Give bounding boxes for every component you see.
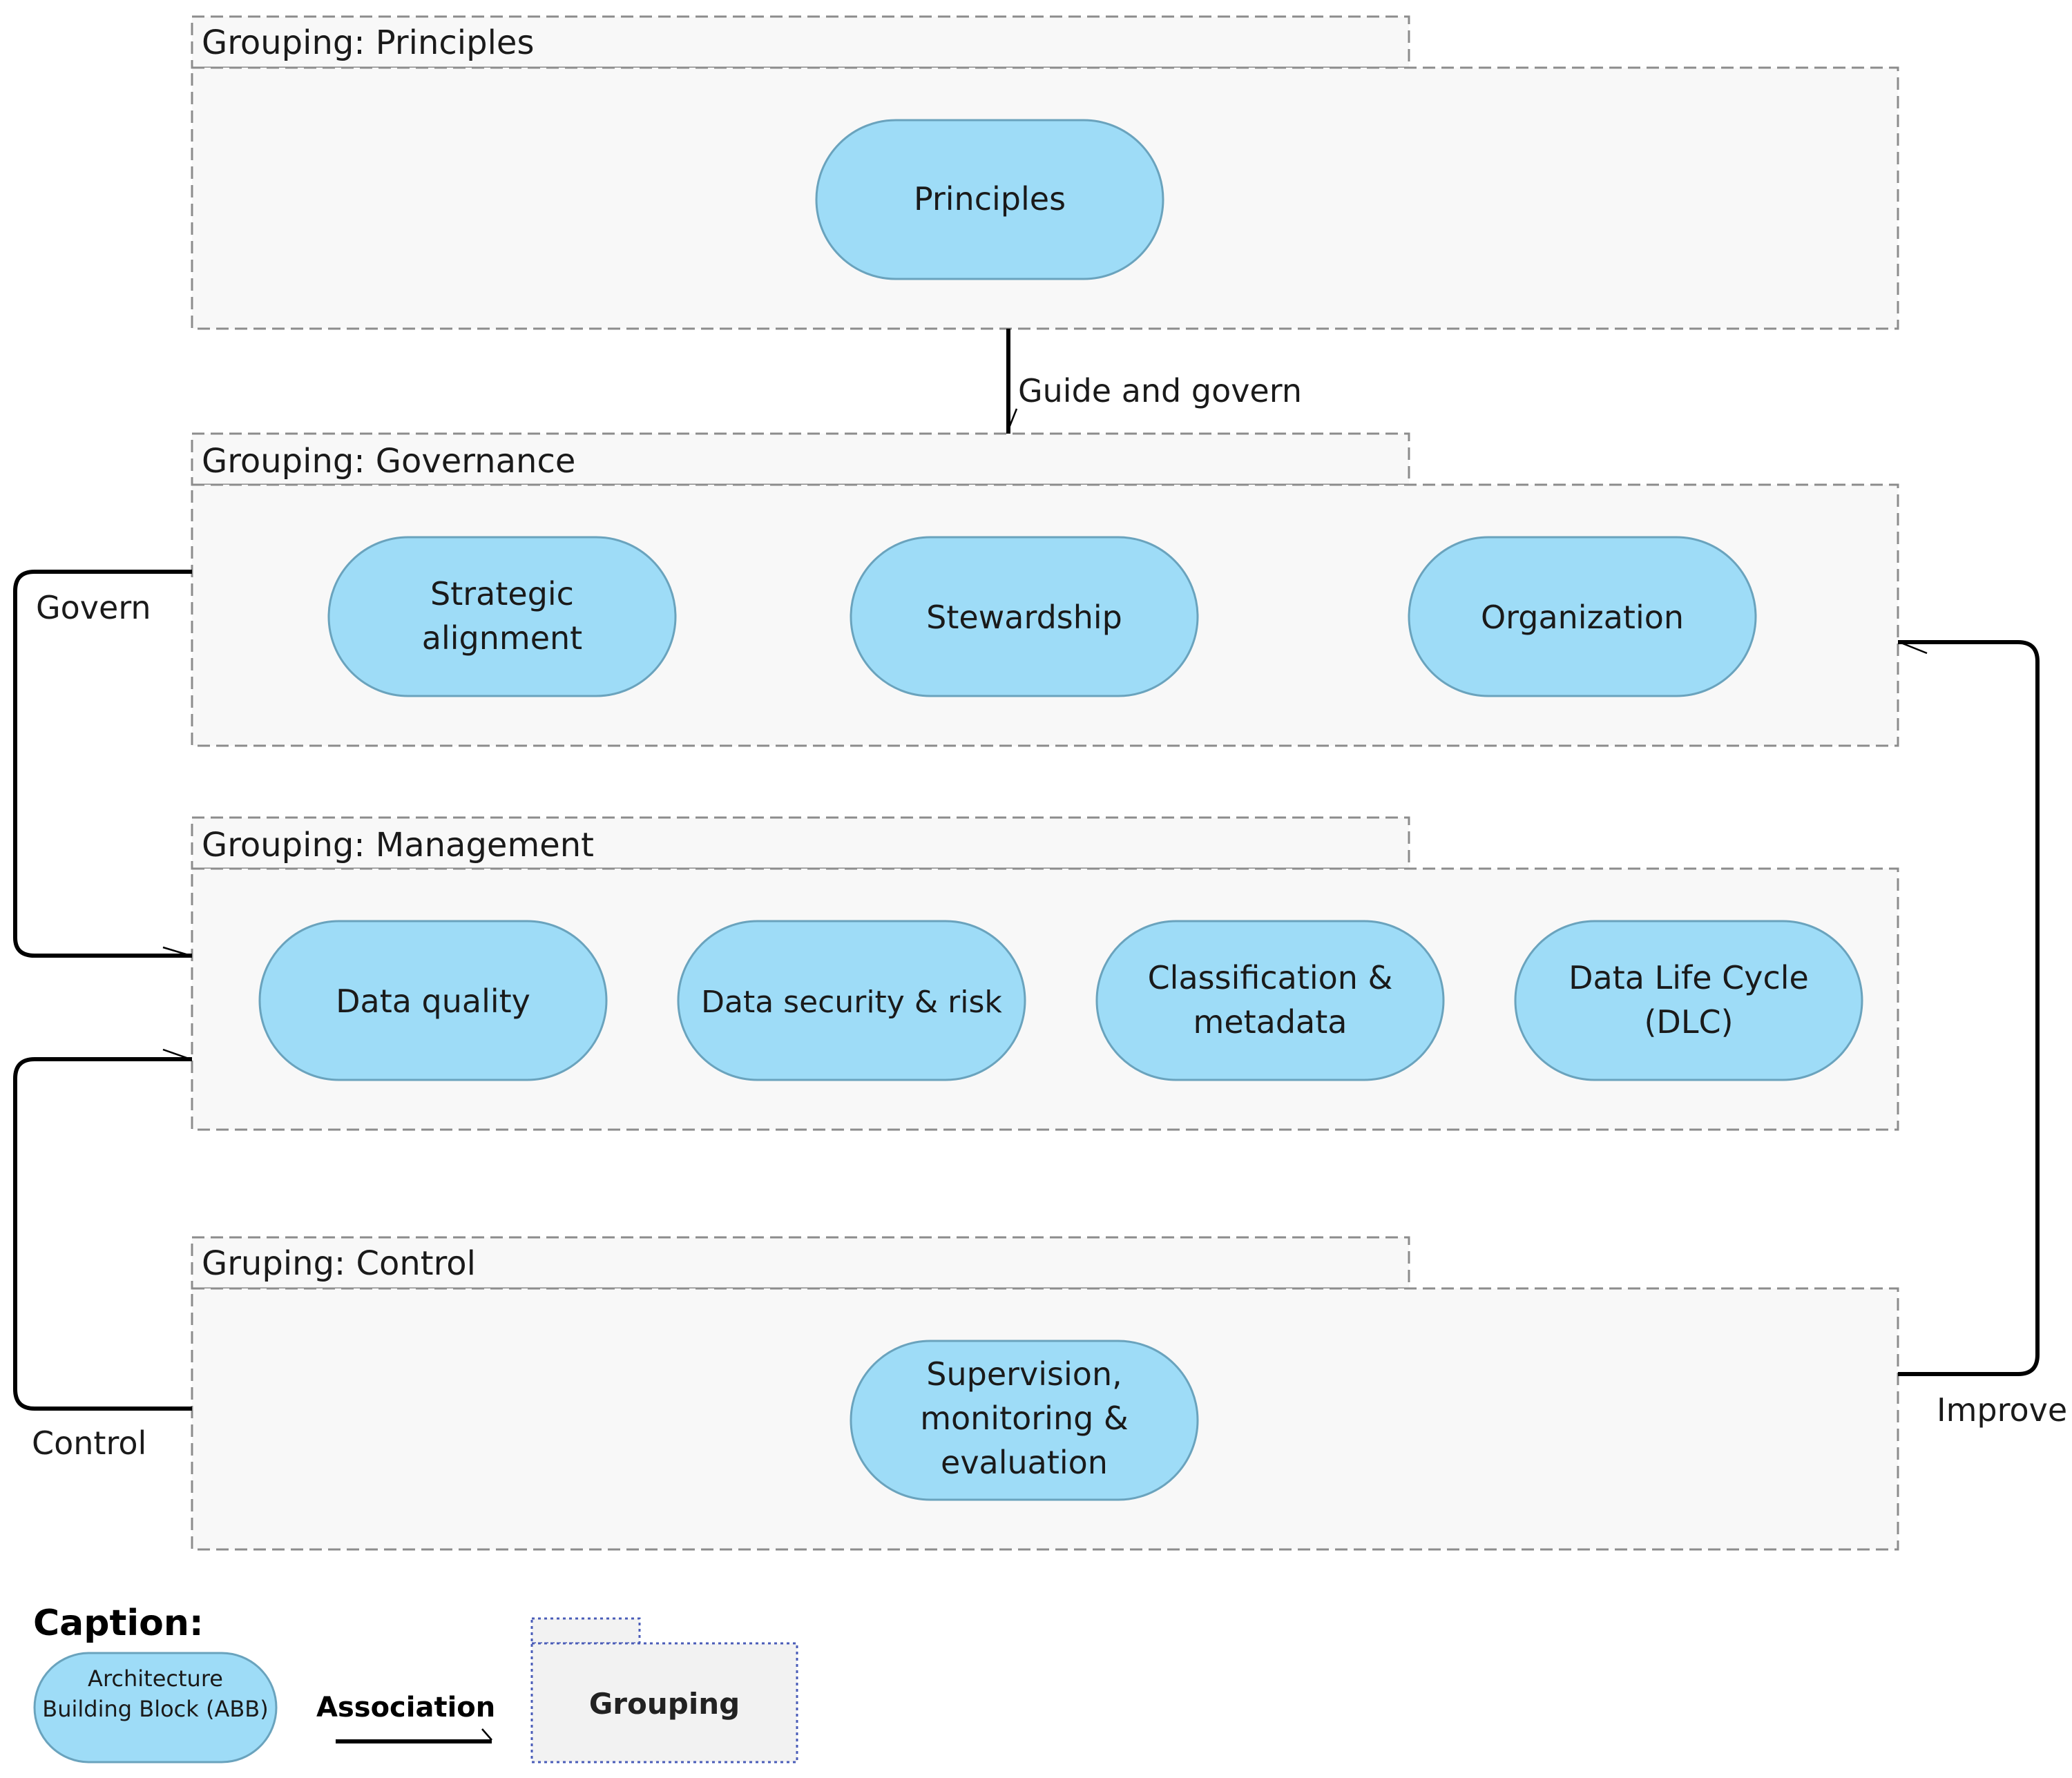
abb-principles-shape <box>815 119 1164 280</box>
edge-improve-arrowhead <box>1899 641 1928 655</box>
edge-govern-arrowhead <box>162 946 191 957</box>
caption-association: Association <box>316 1692 495 1743</box>
abb-organization-label: Organization <box>1481 599 1684 636</box>
caption-grouping-tab <box>530 1617 641 1645</box>
abb-data-quality-shape <box>258 920 608 1081</box>
abb-strategic-alignment-label-2: alignment <box>422 619 582 657</box>
edge-govern[interactable]: Govern <box>13 570 192 958</box>
edge-guide-and-govern[interactable]: Guide and govern <box>1006 329 1302 434</box>
edge-govern-label: Govern <box>36 589 151 626</box>
abb-organization[interactable]: Organization <box>1408 536 1757 697</box>
abb-stewardship-label: Stewardship <box>926 599 1122 636</box>
abb-principles-label: Principles <box>914 180 1066 218</box>
group-principles-tab <box>191 15 1410 69</box>
abb-organization-shape <box>1408 536 1757 697</box>
abb-data-security-label: Data security & risk <box>701 985 1002 1020</box>
abb-supervision-label-3: evaluation <box>941 1444 1108 1481</box>
group-governance-label: Grouping: Governance <box>202 442 575 481</box>
caption-grouping-label: Grouping <box>589 1687 740 1721</box>
abb-stewardship[interactable]: Stewardship <box>850 536 1199 697</box>
abb-data-security-shape <box>677 920 1026 1081</box>
edge-improve[interactable]: Improve <box>1898 640 2067 1429</box>
abb-data-life-cycle-label-1: Data Life Cycle <box>1569 959 1809 996</box>
caption-legend: Caption: Architecture Building Block (AB… <box>33 1603 798 1763</box>
abb-supervision-label-2: monitoring & <box>920 1400 1129 1437</box>
group-governance-tab <box>191 432 1410 486</box>
edge-guide-label: Guide and govern <box>1018 372 1302 409</box>
abb-classification[interactable]: Classification & metadata <box>1095 920 1445 1081</box>
group-governance[interactable]: Grouping: Governance <box>191 432 1899 747</box>
abb-data-life-cycle[interactable]: Data Life Cycle (DLC) <box>1514 920 1863 1081</box>
group-management-label: Grouping: Management <box>202 826 594 864</box>
edge-control-label: Control <box>32 1424 146 1462</box>
caption-abb-label-1: Architecture <box>88 1665 223 1692</box>
abb-data-quality-label: Data quality <box>336 983 530 1020</box>
edge-control-line <box>13 1057 192 1411</box>
edge-improve-label: Improve <box>1937 1391 2067 1429</box>
caption-abb: Architecture Building Block (ABB) <box>33 1652 278 1763</box>
abb-data-life-cycle-label-2: (DLC) <box>1644 1003 1733 1041</box>
group-control-tab <box>191 1236 1410 1290</box>
abb-data-security[interactable]: Data security & risk <box>677 920 1026 1081</box>
caption-grouping: Grouping <box>530 1617 798 1763</box>
caption-title: Caption: <box>33 1603 204 1644</box>
abb-classification-label-2: metadata <box>1193 1003 1347 1041</box>
edge-control-arrowhead <box>162 1048 191 1061</box>
group-control-label: Gruping: Control <box>202 1244 476 1283</box>
caption-association-arrowhead <box>481 1728 492 1741</box>
abb-data-quality[interactable]: Data quality <box>258 920 608 1081</box>
abb-supervision[interactable]: Supervision, monitoring & evaluation <box>850 1340 1199 1501</box>
abb-strategic-alignment[interactable]: Strategic alignment <box>327 536 677 697</box>
edge-govern-line <box>13 570 192 958</box>
caption-association-label: Association <box>316 1692 495 1723</box>
abb-classification-shape <box>1095 920 1445 1081</box>
caption-grouping-body <box>530 1642 798 1763</box>
abb-strategic-alignment-label-1: Strategic <box>430 575 574 612</box>
caption-abb-label-2: Building Block (ABB) <box>42 1696 268 1722</box>
abb-strategic-alignment-shape <box>327 536 677 697</box>
edge-control[interactable]: Control <box>13 1048 192 1462</box>
edge-guide-arrowhead <box>1007 408 1018 430</box>
group-principles-label: Grouping: Principles <box>202 23 534 62</box>
abb-classification-label-1: Classification & <box>1148 959 1393 996</box>
caption-abb-shape <box>33 1652 278 1763</box>
abb-stewardship-shape <box>850 536 1199 697</box>
abb-principles[interactable]: Principles <box>815 119 1164 280</box>
edge-improve-line <box>1898 640 2040 1376</box>
abb-supervision-shape <box>850 1340 1199 1501</box>
abb-supervision-label-1: Supervision, <box>926 1355 1122 1393</box>
abb-data-life-cycle-shape <box>1514 920 1863 1081</box>
